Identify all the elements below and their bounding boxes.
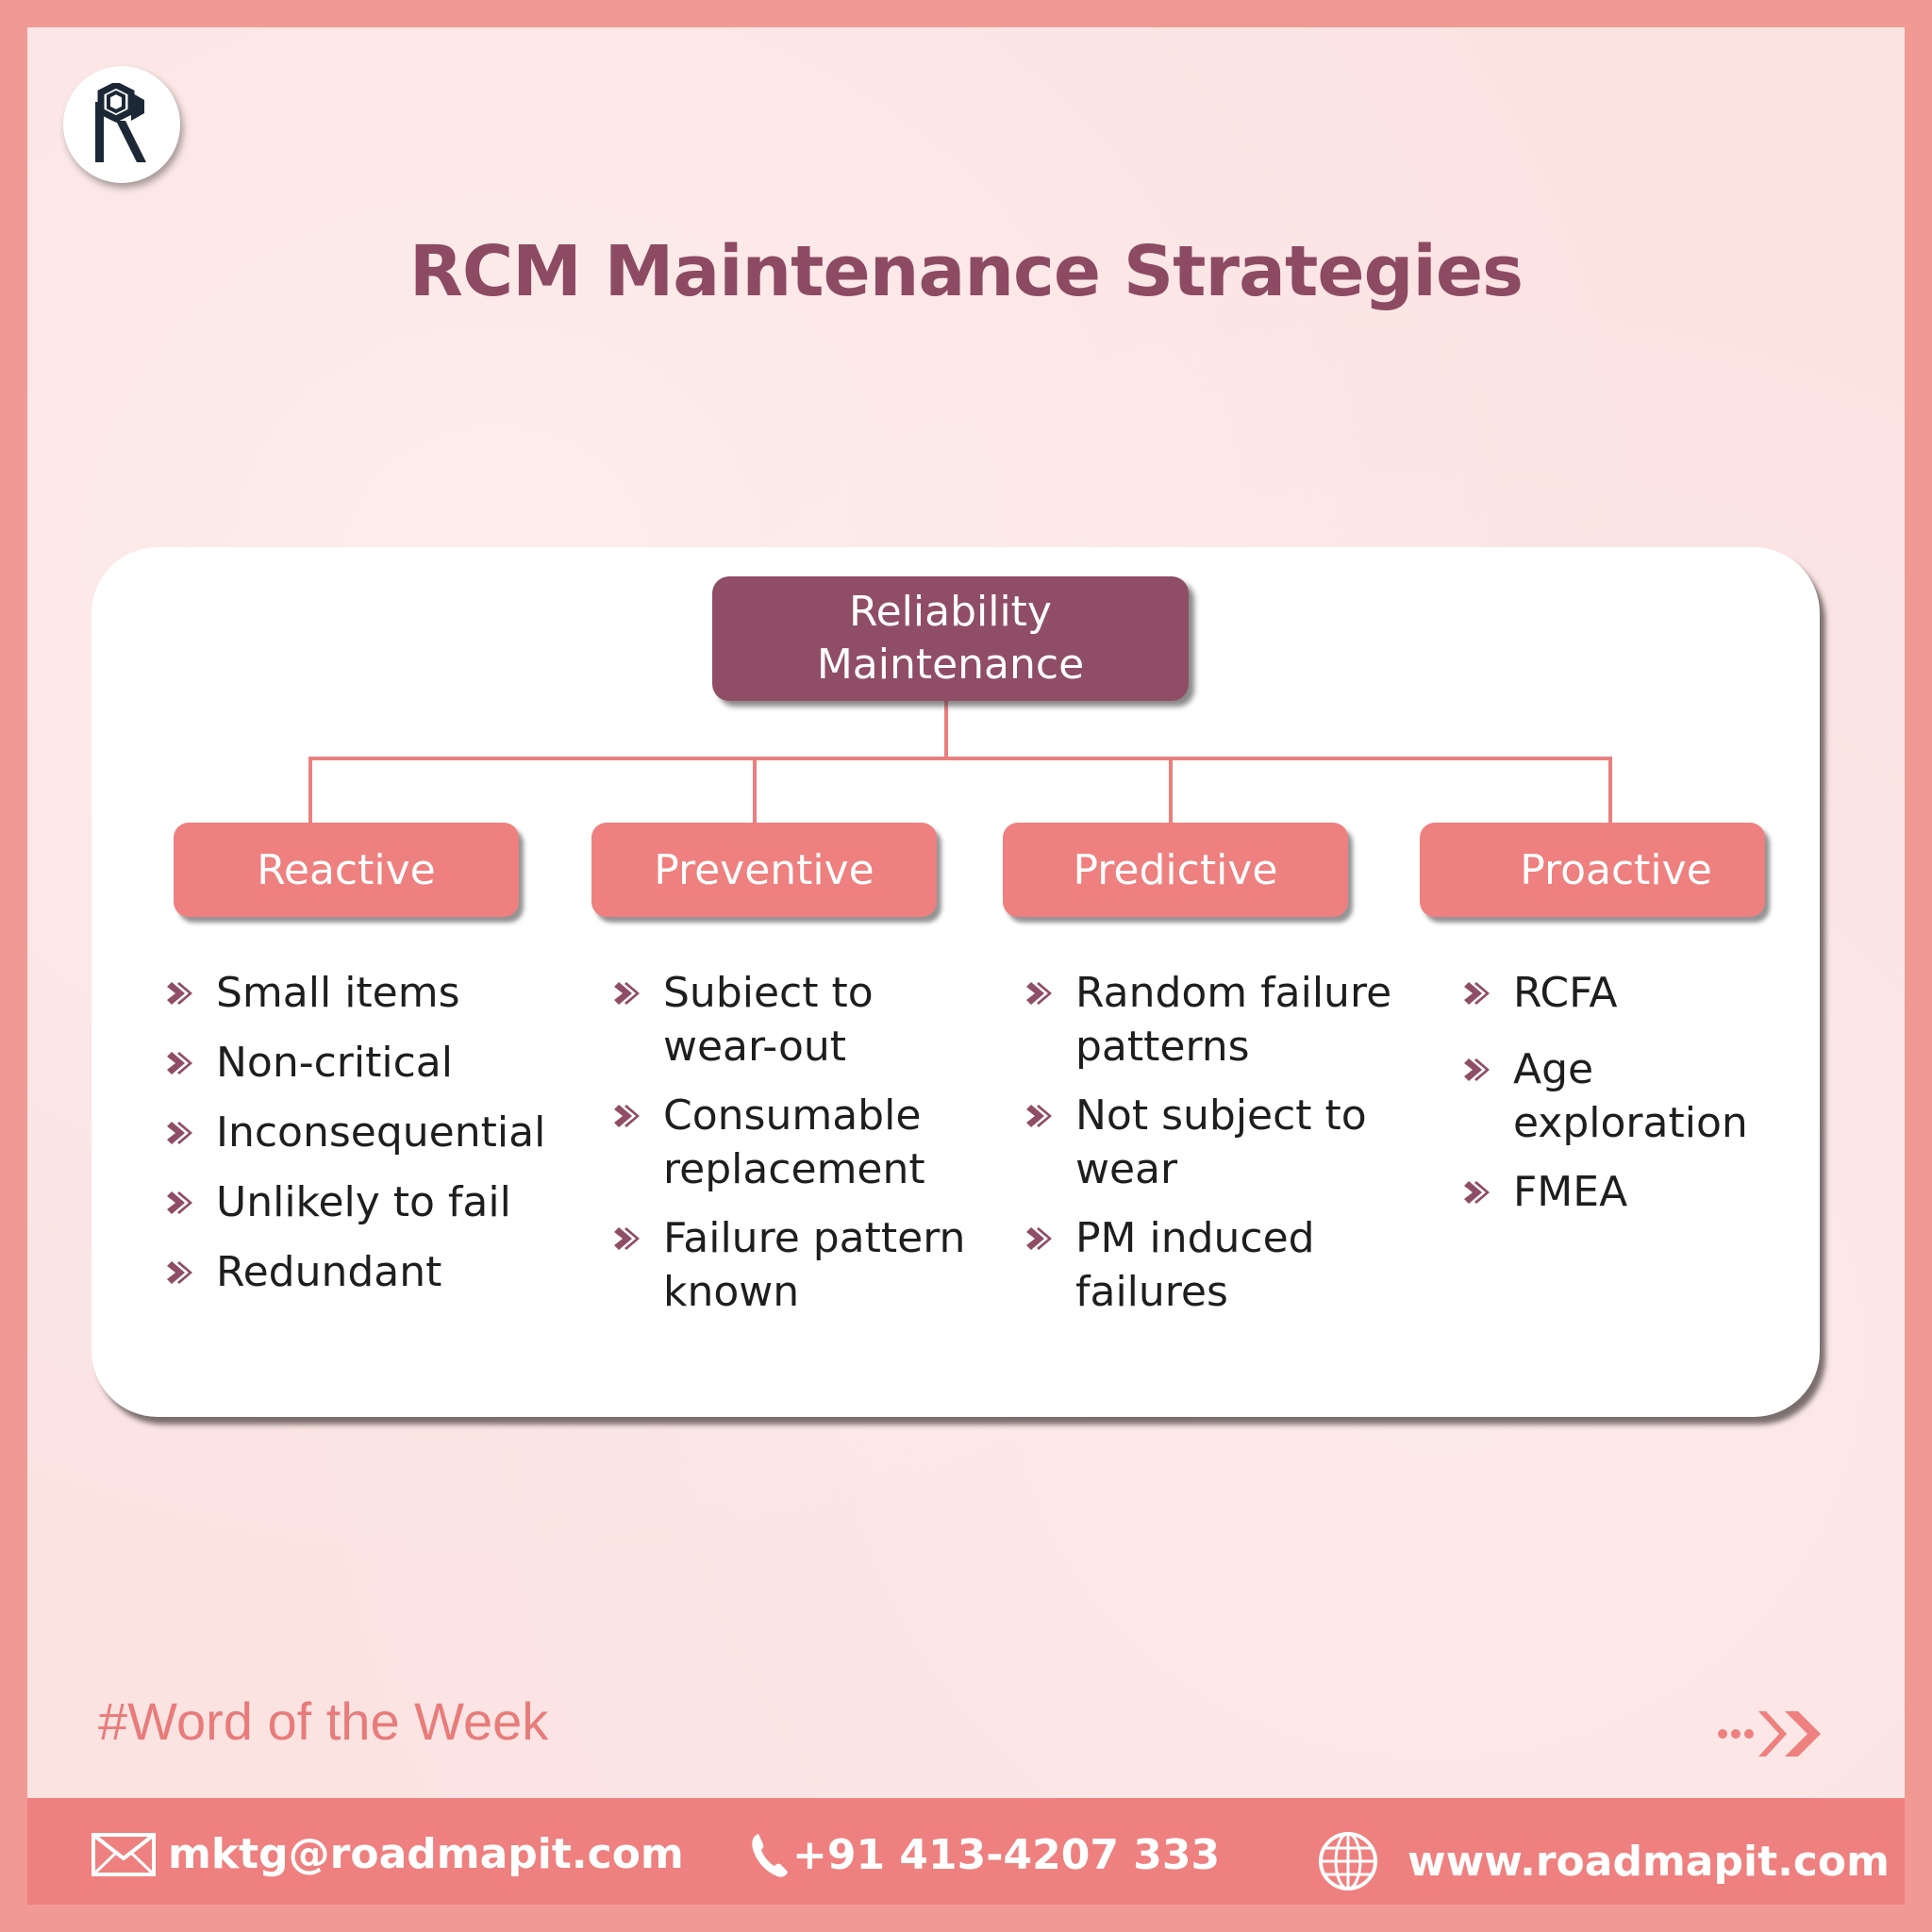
list-item: Small items (166, 966, 581, 1020)
list-item-text: Failure pattern known (663, 1214, 966, 1316)
connector-proactive (1608, 757, 1612, 824)
category-label: Preventive (654, 845, 874, 894)
list-item-text: Not subject to wear (1075, 1091, 1367, 1193)
preventive-list: Subiect to wear-out Consumable replaceme… (613, 966, 1009, 1319)
chevron-right-icon (167, 1122, 192, 1144)
footer-email[interactable]: mktg@roadmapit.com (91, 1830, 684, 1878)
list-item-text: Inconsequential (216, 1108, 546, 1157)
connector-reactive (308, 757, 312, 824)
hashtag-label: #Word of the Week (98, 1691, 549, 1751)
category-predictive: Predictive (1003, 823, 1348, 917)
footer-website[interactable]: www.roadmapit.com (1317, 1830, 1890, 1892)
page-title: RCM Maintenance Strategies (408, 231, 1524, 312)
chevron-right-icon (614, 1105, 640, 1127)
chevron-right-icon (1026, 982, 1052, 1005)
list-item: Not subject to wear (1025, 1089, 1453, 1196)
chevron-right-icon (1464, 1058, 1490, 1081)
connector-horizontal (308, 757, 1612, 760)
list-item: Unlikely to fail (166, 1175, 581, 1229)
category-label: Reactive (257, 845, 436, 894)
envelope-icon (92, 1832, 156, 1876)
footer-phone[interactable]: +91 413-4207 333 (749, 1830, 1220, 1879)
list-item: PM induced failures (1025, 1211, 1415, 1319)
list-item-text: RCFA (1513, 969, 1618, 1017)
list-item: Random failure patterns (1025, 966, 1453, 1074)
reactive-list: Small items Non-critical Inconsequential… (166, 966, 581, 1299)
globe-icon (1319, 1832, 1377, 1890)
category-label: Proactive (1520, 845, 1712, 894)
list-item-text: Small items (216, 969, 460, 1017)
footer-bar (27, 1798, 1905, 1905)
proactive-list: RCFA Age exploration FMEA (1463, 966, 1774, 1219)
chevron-right-icon (1464, 1181, 1490, 1204)
chevron-right-icon (167, 1261, 192, 1284)
list-item-text: Random failure patterns (1075, 969, 1392, 1071)
list-item: Consumable replacement (613, 1089, 1031, 1196)
chevron-right-icon (614, 982, 640, 1005)
phone-icon (752, 1834, 788, 1877)
company-logo[interactable] (63, 66, 180, 183)
list-item: Redundant (166, 1245, 581, 1299)
roadmap-r-logo-icon (95, 83, 146, 162)
next-arrow-button[interactable] (1717, 1706, 1834, 1766)
list-item-text: FMEA (1513, 1168, 1628, 1216)
chevron-right-icon (167, 1191, 192, 1214)
list-item: RCFA (1463, 966, 1774, 1020)
list-item: Failure pattern known (613, 1211, 1031, 1319)
root-node: Reliability Maintenance (712, 576, 1189, 701)
list-item-text: Non-critical (216, 1039, 453, 1087)
category-label: Predictive (1073, 845, 1278, 894)
category-reactive: Reactive (174, 823, 519, 917)
category-proactive: Proactive (1420, 823, 1765, 917)
category-preventive: Preventive (591, 823, 937, 917)
footer-website-text: www.roadmapit.com (1407, 1837, 1890, 1886)
chevron-right-icon (167, 982, 192, 1005)
chevron-right-icon (614, 1227, 640, 1250)
list-item: Inconsequential (166, 1106, 581, 1159)
root-node-label: Reliability Maintenance (816, 588, 1085, 689)
list-item-text: Subiect to wear-out (663, 969, 874, 1071)
connector-root-stem (944, 700, 948, 758)
list-item: FMEA (1463, 1165, 1774, 1219)
chevron-right-icon (1026, 1227, 1052, 1250)
footer-phone-text: +91 413-4207 333 (792, 1830, 1221, 1879)
list-item: Subiect to wear-out (613, 966, 946, 1074)
list-item-text: Redundant (216, 1248, 442, 1296)
chevron-right-icon (167, 1052, 192, 1074)
list-item-text: PM induced failures (1075, 1214, 1315, 1316)
chevron-right-icon (1026, 1105, 1052, 1127)
list-item-text: Consumable replacement (663, 1091, 925, 1193)
connector-preventive (753, 757, 757, 824)
predictive-list: Random failure patterns Not subject to w… (1025, 966, 1431, 1319)
list-item-text: Unlikely to fail (216, 1178, 511, 1226)
chevron-right-icon (1464, 982, 1490, 1005)
connector-predictive (1169, 757, 1173, 824)
footer-email-text: mktg@roadmapit.com (168, 1830, 684, 1878)
list-item: Non-critical (166, 1036, 581, 1090)
list-item-text: Age exploration (1513, 1045, 1748, 1147)
double-chevron-arrow-icon (1718, 1711, 1821, 1757)
list-item: Age exploration (1463, 1042, 1758, 1150)
